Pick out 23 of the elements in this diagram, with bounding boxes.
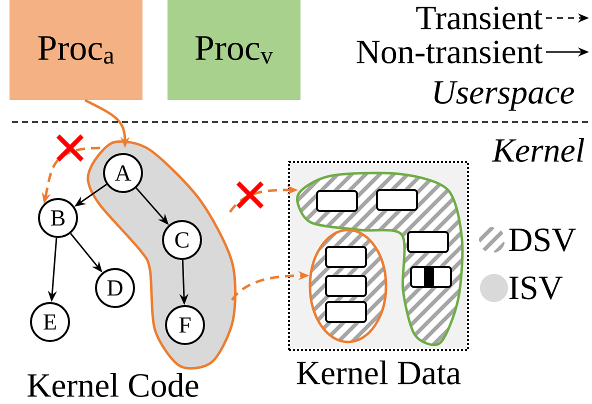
legend-label: ISV [509, 276, 563, 300]
data-block [325, 246, 367, 268]
circle-node: C [162, 220, 202, 260]
data-block [410, 266, 452, 288]
circle-node: E [30, 302, 70, 342]
process-box: Proc$_{v}$ [168, 0, 300, 100]
circle-node: A [103, 153, 143, 193]
data-block [316, 190, 358, 212]
circle-node: D [95, 268, 135, 308]
legend-label: Transient [416, 6, 543, 30]
circle-node: B [38, 198, 78, 238]
process-box: Proc$_{a}$ [10, 0, 142, 100]
data-block [407, 231, 449, 253]
data-block [376, 189, 418, 211]
node-label: Kernel Data [296, 360, 461, 384]
legend-label: DSV [509, 228, 576, 252]
circle-node: F [165, 305, 205, 345]
legend-label: Non-transient [356, 40, 543, 64]
section-label: Kernel Code [28, 373, 198, 397]
data-block [325, 275, 367, 297]
data-block [325, 301, 367, 323]
section-label: Userspace [434, 81, 574, 111]
section-label: Kernel [492, 138, 584, 162]
